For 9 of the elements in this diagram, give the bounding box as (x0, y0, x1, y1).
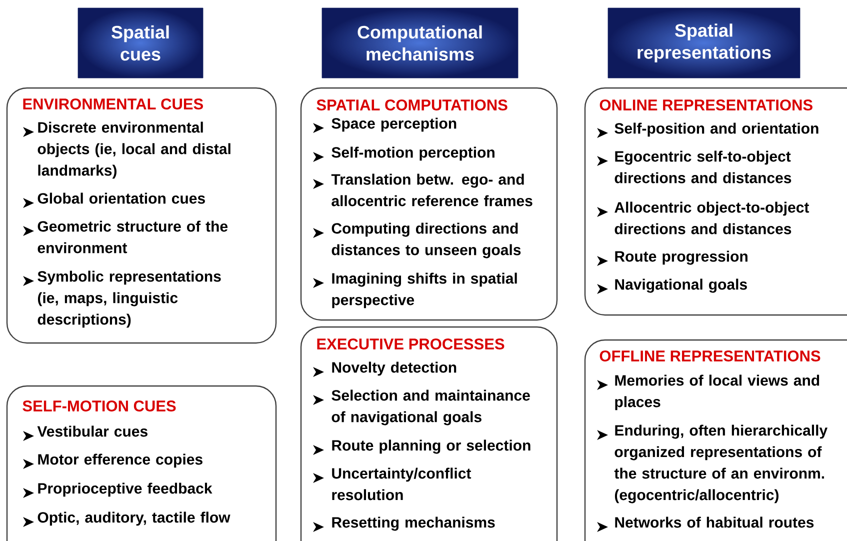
list-box: EXECUTIVE PROCESSES Novelty detection Selection and maintainance of navigational goals Route planning or selection Uncertainty/conflict resolution Resetting mechanisms (300, 326, 558, 541)
list-box: ENVIRONMENTAL CUES Discrete environmental objects (ie, local and distal landmarks) Global orientation cues Geometric structure of the environment Symbolic representations (ie, maps, linguistic descriptions) (6, 87, 277, 344)
header-box: Computational mechanisms (322, 8, 518, 78)
list-box: SELF-MOTION CUES Vestibular cues Motor efference copies Proprioceptive feedback Optic, auditory, tactile flow (6, 385, 277, 541)
list-box: SPATIAL COMPUTATIONS Space perception Self-motion perception Translation betw. ego- and allocentric reference frames Computing directions and distances to unseen goals Imagining shifts in spatial perspective (300, 87, 558, 321)
list-box: OFFLINE REPRESENTATIONS Memories of local views and places Enduring, often hierarchically organized representations of the structure of an environm. (egocentric/allocentric) Networks of habitual routes (584, 339, 847, 541)
header-box: Spatial representations (608, 8, 800, 78)
header-box: Spatial cues (78, 8, 204, 78)
list-box: ONLINE REPRESENTATIONS Self-position and orientation Egocentric self-to-object directions and distances Allocentric object-to-object directions and distances Route progression Navigational goals (584, 87, 847, 316)
